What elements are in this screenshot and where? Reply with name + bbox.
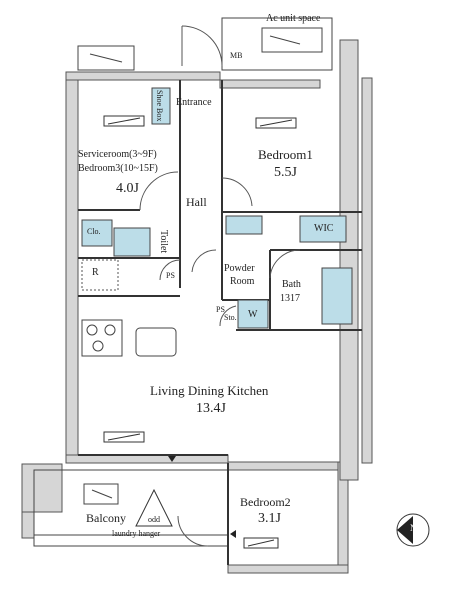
north-label: N — [410, 523, 417, 533]
serviceroom-label: Serviceroom(3~9F) — [78, 149, 157, 160]
shoe-box-label: Shoe Box — [155, 90, 164, 122]
laundry-hanger-label: laundry hanger — [112, 529, 161, 538]
r-label: R — [92, 267, 99, 278]
odd-triangle — [135, 488, 173, 527]
serviceroom-area: 4.0J — [116, 181, 139, 196]
bath-label: Bath — [282, 279, 301, 290]
clo-label: Clo. — [87, 227, 101, 236]
ldk-label: Living Dining Kitchen — [150, 383, 269, 398]
door-swings — [139, 25, 301, 547]
fixtures — [81, 87, 353, 329]
balcony-label: Balcony — [86, 511, 126, 525]
ldk-area: 13.4J — [196, 401, 226, 416]
wic-label: WIC — [314, 223, 334, 234]
bedroom3-label: Bedroom3(10~15F) — [78, 163, 158, 174]
ps-label-bottom: PS — [216, 305, 225, 314]
ac-unit-space-label: Ac unit space — [266, 13, 321, 24]
toilet-label: Toilet — [158, 230, 169, 254]
ceiling-marks — [103, 115, 297, 549]
bedroom1-area: 5.5J — [274, 165, 297, 180]
entrance-label: Entrance — [176, 97, 212, 108]
hall-label: Hall — [186, 195, 207, 209]
room-label: Room — [230, 276, 255, 287]
compass-icon — [396, 513, 430, 547]
bedroom2-area: 3.1J — [258, 511, 281, 526]
bath-size-label: 1317 — [280, 293, 300, 304]
bedroom1-label: Bedroom1 — [258, 147, 313, 162]
odd-label: odd — [148, 515, 160, 524]
kitchen-stove — [81, 319, 177, 357]
w-label: W — [248, 309, 258, 320]
outer-walls — [21, 39, 373, 574]
interior-walls — [78, 80, 362, 565]
r-box — [81, 259, 119, 291]
ps-label-top: PS — [166, 271, 175, 280]
bedroom2-label: Bedroom2 — [240, 495, 291, 509]
mb-label: MB — [230, 51, 243, 60]
powder-label: Powder — [224, 263, 255, 274]
sto-label: Sto. — [224, 313, 237, 322]
